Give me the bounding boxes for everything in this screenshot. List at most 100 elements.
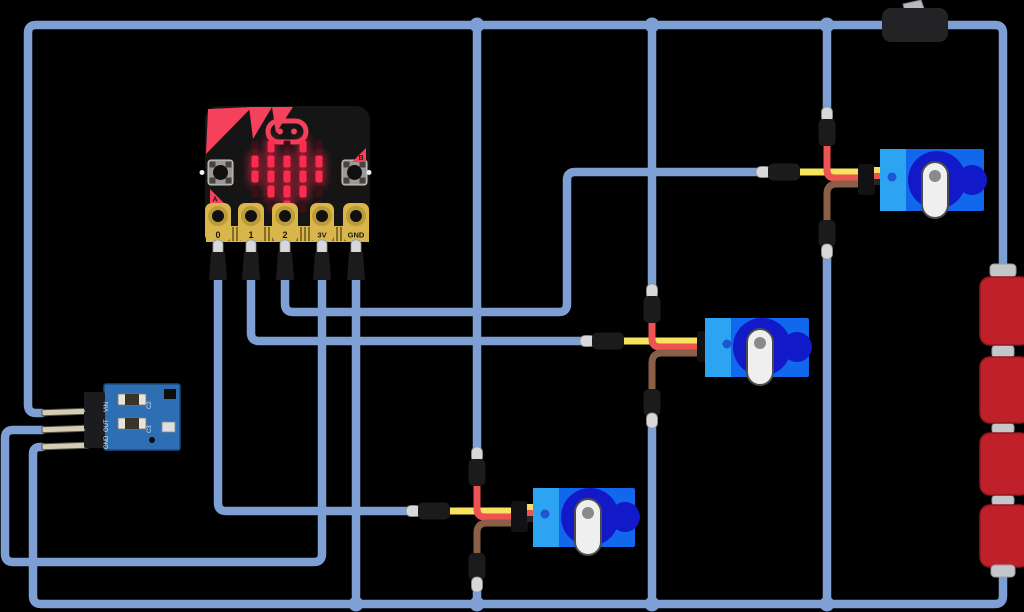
- clip-tip: [471, 576, 483, 593]
- battery-cell: [979, 504, 1024, 568]
- pin1-signal-wire[interactable]: [246, 271, 587, 346]
- pin-gnd-pad[interactable]: GND: [343, 203, 369, 242]
- junction-node: [469, 17, 485, 33]
- junction-node: [644, 596, 660, 612]
- pin-2-label: 2: [282, 230, 287, 240]
- button-a[interactable]: A: [199, 159, 234, 204]
- battery-terminal-cap: [990, 564, 1016, 578]
- pin-3v-pad[interactable]: 3V: [310, 203, 334, 242]
- battery-terminal-cap: [989, 263, 1017, 278]
- servo-red-wire: [823, 143, 858, 182]
- microbit-logo-dot: [291, 128, 297, 135]
- battery-pack[interactable]: [979, 263, 1024, 578]
- wiring[interactable]: [0, 17, 1008, 612]
- servo-plug-stripe: [527, 510, 537, 516]
- servo-gear-small: [782, 332, 812, 362]
- servo-horn-screw: [754, 337, 766, 349]
- button-corner: [343, 161, 350, 168]
- servo-right-cable: [798, 143, 858, 224]
- led-on: [299, 155, 307, 168]
- button-corner: [359, 161, 366, 168]
- servo-horn[interactable]: [574, 498, 602, 556]
- servo-plug-stripe: [874, 167, 884, 173]
- button-corner: [343, 177, 350, 184]
- led-on: [267, 185, 275, 198]
- button-corner: [225, 177, 232, 184]
- button-b-flag: [352, 148, 366, 162]
- sensor-pin-metal: [41, 441, 89, 451]
- pad-hole: [275, 206, 295, 226]
- side-hole: [366, 170, 372, 175]
- servo-brown-wire: [648, 349, 697, 392]
- sensor-pin-header: [84, 411, 105, 430]
- pad-hole: [241, 206, 261, 226]
- clip-body: [818, 119, 836, 146]
- servo-brown-wire: [473, 519, 513, 556]
- sensor-cap-label-c2: C2: [147, 401, 153, 409]
- servo-right[interactable]: [858, 149, 987, 219]
- servo-plug-stripe: [527, 504, 537, 510]
- servo-plug-stripe: [527, 516, 537, 522]
- servo-middle[interactable]: [697, 318, 812, 386]
- button-b[interactable]: B: [341, 148, 372, 186]
- microbit-board[interactable]: A B 0 1: [199, 106, 372, 280]
- button-a-cap[interactable]: [213, 165, 228, 180]
- servo-horn[interactable]: [921, 161, 949, 219]
- servo-gear-small: [610, 502, 640, 532]
- servo-plug-stripe: [874, 179, 884, 185]
- sensor-pin-header: [84, 392, 105, 411]
- edge-connector: 0 1 2 3V GND: [205, 203, 369, 242]
- ground-rail-wire[interactable]: [28, 442, 1008, 609]
- microbit-sawtooth-decoration: [249, 107, 272, 139]
- pin-2-pad[interactable]: 2: [272, 203, 298, 242]
- junction-node: [348, 596, 364, 612]
- servo-bottom[interactable]: [511, 488, 640, 556]
- led-on: [299, 185, 307, 198]
- pad-hole: [312, 206, 332, 226]
- servo-plug-stripe: [874, 173, 884, 179]
- led-off: [251, 140, 259, 153]
- pin0-signal-wire[interactable]: [213, 271, 413, 516]
- sensor-pin-metal: [41, 407, 89, 417]
- servo-bottom-cable: [448, 483, 513, 556]
- led-on: [283, 155, 291, 168]
- smd-resistor-body: [125, 394, 139, 405]
- clip-body: [592, 332, 624, 350]
- led-on: [299, 140, 307, 153]
- led-on: [299, 170, 307, 183]
- pad-hole: [208, 206, 228, 226]
- servo-horn[interactable]: [746, 328, 774, 386]
- pin-clip: [209, 239, 227, 280]
- button-a-flag: [210, 189, 224, 203]
- button-b-cap[interactable]: [347, 165, 362, 180]
- power-switch[interactable]: [882, 0, 948, 42]
- microbit-corner-decoration: [206, 107, 252, 154]
- button-a-label: A: [212, 197, 217, 204]
- switch-body: [882, 8, 948, 42]
- led-matrix-display: [248, 137, 326, 216]
- servo-brown-wire: [823, 180, 858, 224]
- led-off: [283, 140, 291, 153]
- servo-plug: [511, 501, 528, 532]
- sensor-cap-label-c3: C3: [147, 425, 153, 433]
- servo-red-wire: [648, 320, 697, 351]
- led-on: [267, 155, 275, 168]
- led-on: [251, 155, 259, 168]
- sensor-pin-header: [84, 430, 105, 448]
- microbit-3v-to-sensor-wire[interactable]: [0, 271, 327, 567]
- clip-body: [468, 459, 486, 486]
- pin-0-pad[interactable]: 0: [205, 203, 231, 242]
- led-on: [283, 170, 291, 183]
- sensor-ic: [164, 389, 176, 399]
- temperature-sensor-board[interactable]: VIN OUT GND C2 C3: [41, 383, 181, 451]
- power-rail-wire[interactable]: [23, 20, 1008, 418]
- pin-1-pad[interactable]: 1: [238, 203, 264, 242]
- clip-connectors: [405, 106, 836, 593]
- button-b-label: B: [358, 155, 363, 162]
- led-off: [315, 185, 323, 198]
- pin2-signal-wire[interactable]: [280, 167, 763, 317]
- servo-gear-small: [957, 165, 987, 195]
- led-on: [267, 170, 275, 183]
- button-corner: [209, 177, 216, 184]
